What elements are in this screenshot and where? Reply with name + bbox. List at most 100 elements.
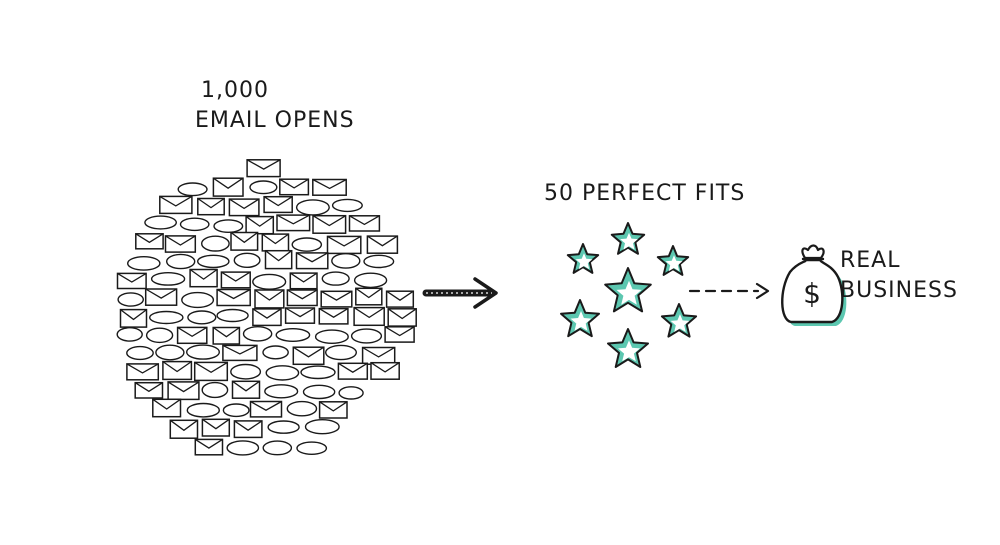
oval-mark (252, 273, 287, 290)
email-opens-cluster (116, 159, 417, 456)
envelope-flap (145, 288, 177, 299)
envelope-flap (245, 216, 274, 227)
oval-mark (331, 252, 361, 269)
dashed-arrow (688, 282, 770, 300)
envelope-flap (246, 159, 281, 170)
envelope-flap (234, 420, 263, 431)
oval-mark (291, 237, 323, 252)
envelope-flap (177, 326, 208, 338)
envelope-flap (167, 381, 200, 393)
real-business-label-line1: REAL (840, 248, 901, 273)
envelope-flap (292, 346, 325, 358)
oval-mark (150, 271, 186, 286)
oval-mark (127, 255, 161, 271)
envelope-flap (327, 235, 362, 247)
oval-mark (286, 400, 318, 417)
envelope-flap (162, 361, 192, 373)
envelope-flap (386, 290, 414, 301)
oval-mark (165, 253, 196, 270)
oval-mark (296, 441, 328, 456)
envelope-flap (312, 215, 347, 227)
oval-mark (338, 386, 364, 400)
star-highlight (670, 314, 690, 332)
oval-mark (145, 327, 174, 344)
envelope-flap (252, 308, 282, 319)
dollar-sign: $ (803, 277, 821, 310)
oval-mark (116, 326, 143, 342)
oval-mark (222, 403, 250, 418)
star-highlight (620, 232, 638, 250)
envelope-flap (213, 177, 244, 189)
oval-mark (249, 180, 278, 195)
envelope-flap (289, 272, 318, 283)
oval-mark (201, 381, 229, 399)
envelope-flap (229, 198, 260, 210)
envelope-flap (355, 287, 383, 299)
oval-mark (275, 328, 311, 343)
oval-mark (148, 310, 184, 325)
oval-mark (186, 402, 221, 418)
email-count-label: 1,000 (201, 78, 269, 103)
envelope-flap (202, 418, 230, 430)
oval-mark (213, 219, 244, 234)
oval-mark (331, 198, 363, 213)
envelope-flap (194, 438, 223, 449)
envelope-flap (318, 308, 349, 318)
oval-mark (295, 199, 330, 216)
oval-mark (265, 365, 300, 381)
envelope-flap (265, 250, 292, 262)
oval-mark (196, 254, 230, 269)
oval-mark (353, 272, 388, 289)
envelope-flap (165, 235, 196, 246)
envelope-flap (159, 195, 193, 207)
oval-mark (314, 329, 349, 345)
envelope-flap (212, 326, 240, 338)
envelope-flap (194, 361, 228, 374)
envelope-flap (349, 215, 380, 226)
oval-mark (179, 217, 210, 232)
envelope-flap (230, 231, 259, 244)
oval-mark (264, 384, 299, 399)
oval-mark (200, 235, 230, 252)
oval-mark (126, 345, 154, 361)
envelope-flap (353, 307, 385, 319)
envelope-flap (189, 268, 218, 280)
oval-mark (304, 419, 340, 435)
oval-mark (230, 363, 262, 380)
envelope-flap (263, 196, 293, 207)
star-highlight (570, 311, 592, 331)
main-arrow (422, 277, 498, 309)
envelope-flap (135, 233, 164, 244)
oval-mark (300, 365, 336, 380)
oval-mark (226, 440, 260, 456)
envelope-flap (254, 289, 285, 301)
oval-mark (216, 308, 249, 323)
envelope-flap (384, 326, 415, 337)
envelope-flap (367, 235, 398, 247)
oval-mark (350, 328, 383, 344)
oval-mark (144, 215, 178, 230)
envelope-flap (126, 363, 159, 374)
envelope-flap (320, 290, 353, 301)
oval-mark (302, 384, 336, 400)
oval-mark (242, 325, 273, 342)
oval-mark (325, 344, 358, 361)
envelope-flap (120, 309, 147, 321)
oval-mark (363, 254, 395, 269)
perfect-fits-stars (560, 222, 698, 368)
envelope-flap (216, 288, 251, 300)
email-opens-label: EMAIL OPENS (195, 108, 355, 133)
star-highlight (616, 280, 642, 305)
perfect-fits-label: 50 PERFECT FITS (544, 181, 746, 206)
oval-mark (262, 345, 289, 360)
envelope-flap (276, 214, 310, 225)
oval-mark (233, 252, 261, 268)
oval-mark (181, 291, 215, 309)
oval-mark (262, 440, 293, 456)
envelope-flap (197, 197, 225, 209)
envelope-flap (134, 382, 163, 393)
envelope-flap (152, 398, 181, 410)
envelope-flap (296, 252, 329, 263)
